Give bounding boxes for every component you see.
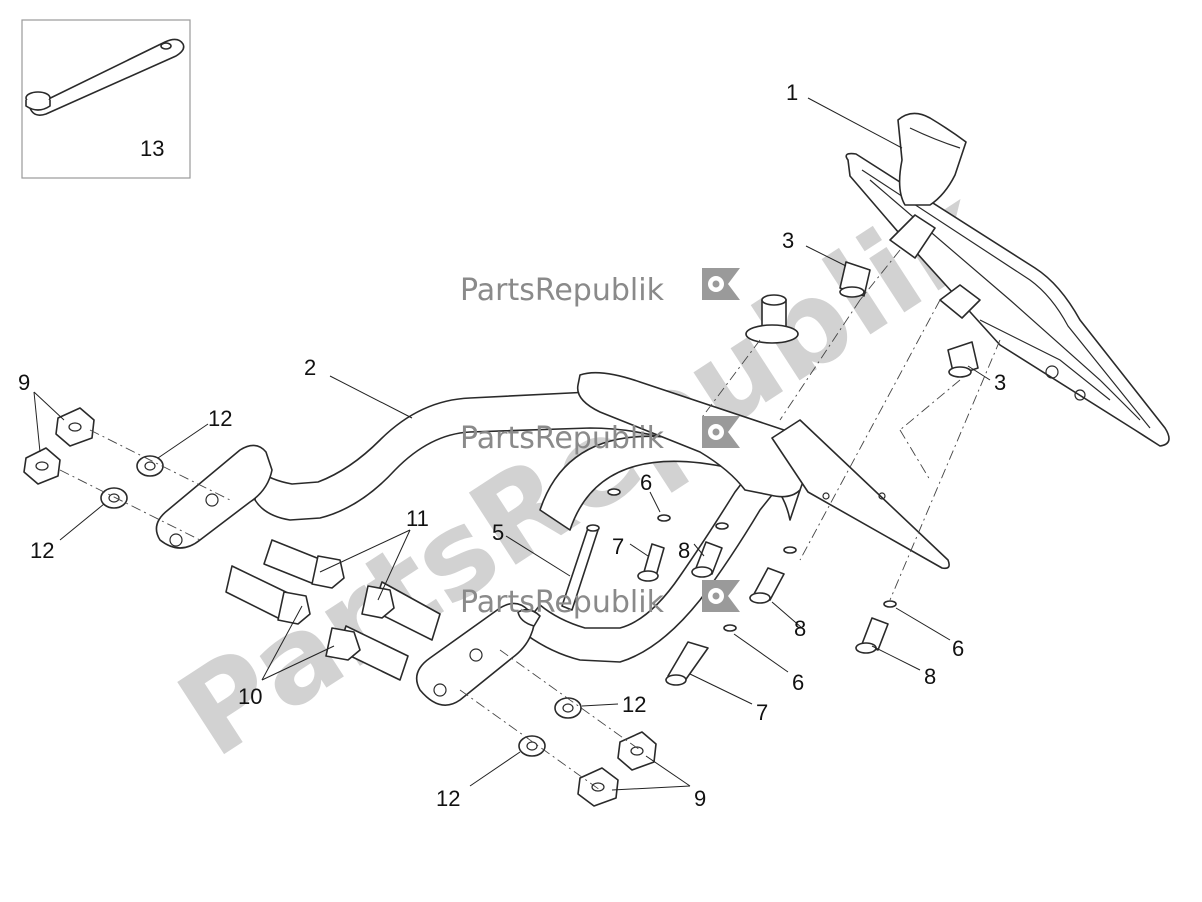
washer-6-d [783, 546, 797, 554]
callout: 3 [782, 228, 794, 253]
callout: 8 [678, 538, 690, 563]
washer-6-a [607, 488, 621, 496]
bushing [745, 294, 799, 344]
callout: 12 [436, 786, 460, 811]
inset-box: 13 [21, 19, 191, 179]
callout: 8 [924, 664, 936, 689]
washer-12-a [136, 455, 164, 477]
bolt-10-center [325, 625, 409, 681]
callout: 7 [612, 534, 624, 559]
strap-part-illustration [25, 38, 185, 116]
callout: 2 [304, 355, 316, 380]
nut-9-d [577, 767, 619, 807]
callout: 12 [30, 538, 54, 563]
callout: 11 [406, 506, 429, 531]
callouts: 1 2 3 3 5 6 6 6 7 7 8 8 8 9 9 10 11 12 1… [18, 80, 1006, 811]
washer-6-e [723, 624, 737, 632]
watermark-row-3: PartsRepublik [460, 580, 740, 620]
screw-8-c [855, 617, 889, 654]
leader-lines [33, 97, 991, 791]
washer-12-d [518, 735, 546, 757]
spacer-upper [839, 261, 871, 298]
svg-text:PartsRepublik: PartsRepublik [460, 585, 665, 620]
watermark-flag-icon [702, 268, 740, 300]
washer-6-b [657, 514, 671, 522]
watermark-flag-icon [702, 580, 740, 612]
callout: 9 [18, 370, 30, 395]
nut-9-a [55, 407, 95, 447]
watermark-flag-icon [702, 416, 740, 448]
bolt-11 [361, 581, 441, 641]
callout: 8 [794, 616, 806, 641]
callout: 6 [792, 670, 804, 695]
nut-9-b [23, 447, 61, 485]
washer-12-c [554, 697, 582, 719]
bolt-7-lower [665, 641, 709, 686]
callout: 6 [952, 636, 964, 661]
watermark-row-2: PartsRepublik [460, 416, 740, 456]
assembly-lines [59, 249, 1001, 791]
bolt-7-upper [637, 543, 665, 582]
pin-5 [561, 524, 600, 611]
inset-part-number: 13 [140, 136, 164, 161]
callout: 12 [208, 406, 232, 431]
svg-text:PartsRepublik: PartsRepublik [460, 273, 665, 308]
bolt-10-lower [225, 565, 311, 625]
rear-frame [155, 371, 950, 706]
bolt-10-upper [263, 539, 345, 589]
license-plate-holder [845, 112, 1170, 447]
screw-8-b [749, 567, 785, 604]
callout: 5 [492, 520, 504, 545]
callout: 9 [694, 786, 706, 811]
washer-6-c [715, 522, 729, 530]
callout: 12 [622, 692, 646, 717]
watermark-row-1: PartsRepublik [460, 268, 740, 308]
nut-9-c [617, 731, 657, 771]
callout: 1 [786, 80, 798, 105]
svg-text:PartsRepublik: PartsRepublik [460, 421, 665, 456]
callout: 6 [640, 470, 652, 495]
screw-8-a [691, 541, 723, 578]
spacer-lower [947, 341, 979, 378]
callout: 7 [756, 700, 768, 725]
washer-6-f [883, 600, 897, 608]
callout: 10 [238, 684, 262, 709]
callout: 3 [994, 370, 1006, 395]
washer-12-b [100, 487, 128, 509]
